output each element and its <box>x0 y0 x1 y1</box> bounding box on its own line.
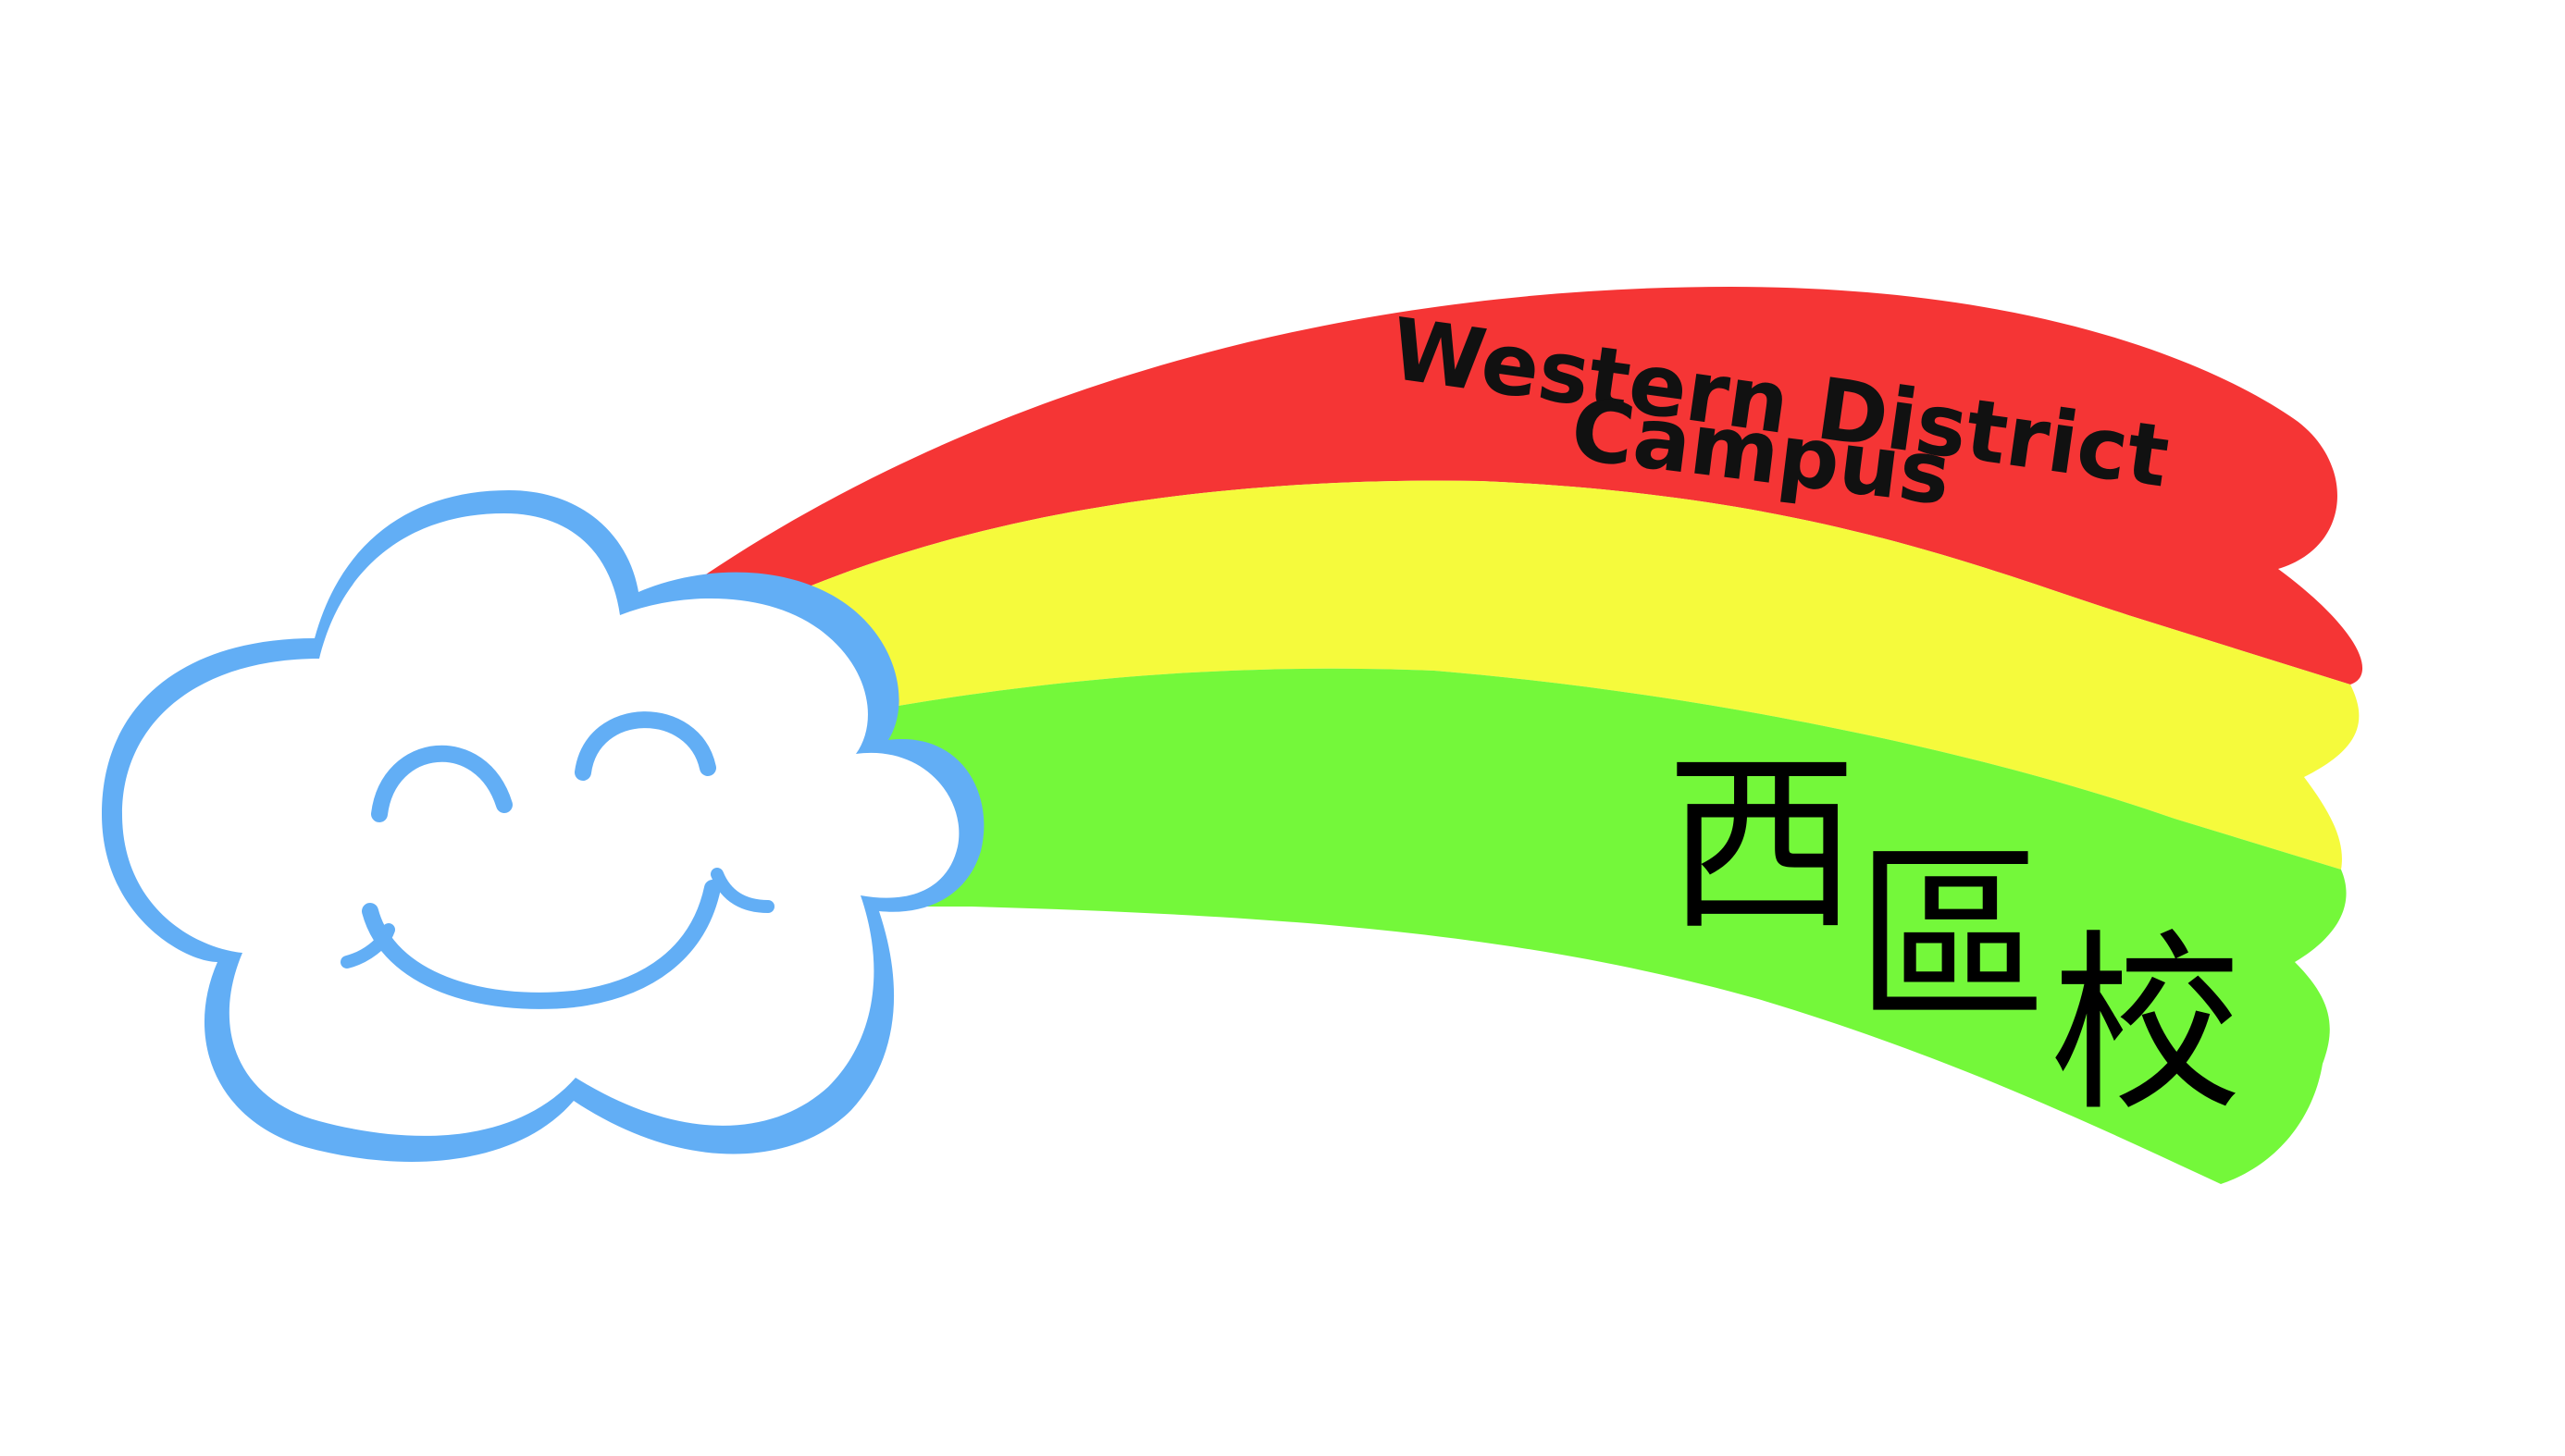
cloud-mouth-left-dimple <box>341 923 395 969</box>
logo-chinese-char-2: 區 <box>1855 826 2048 1050</box>
cloud-body <box>122 513 960 1136</box>
cloud-right-eye <box>575 711 716 781</box>
rainbow-band-red <box>680 287 2363 685</box>
cloud-icon <box>102 490 985 1162</box>
chinese-title: 西 區 校 <box>1666 734 2242 1138</box>
rainbow-band-green <box>861 668 2347 1184</box>
cloud-mouth-right-dimple <box>711 868 774 913</box>
rainbow-icon <box>680 287 2363 1184</box>
logo-chinese-char-3: 校 <box>2050 914 2242 1138</box>
cloud-mouth <box>362 880 721 1009</box>
rainbow-band-yellow <box>796 480 2360 870</box>
logo-chinese-char-1: 西 <box>1666 734 1858 957</box>
cloud-left-eye <box>371 745 513 822</box>
